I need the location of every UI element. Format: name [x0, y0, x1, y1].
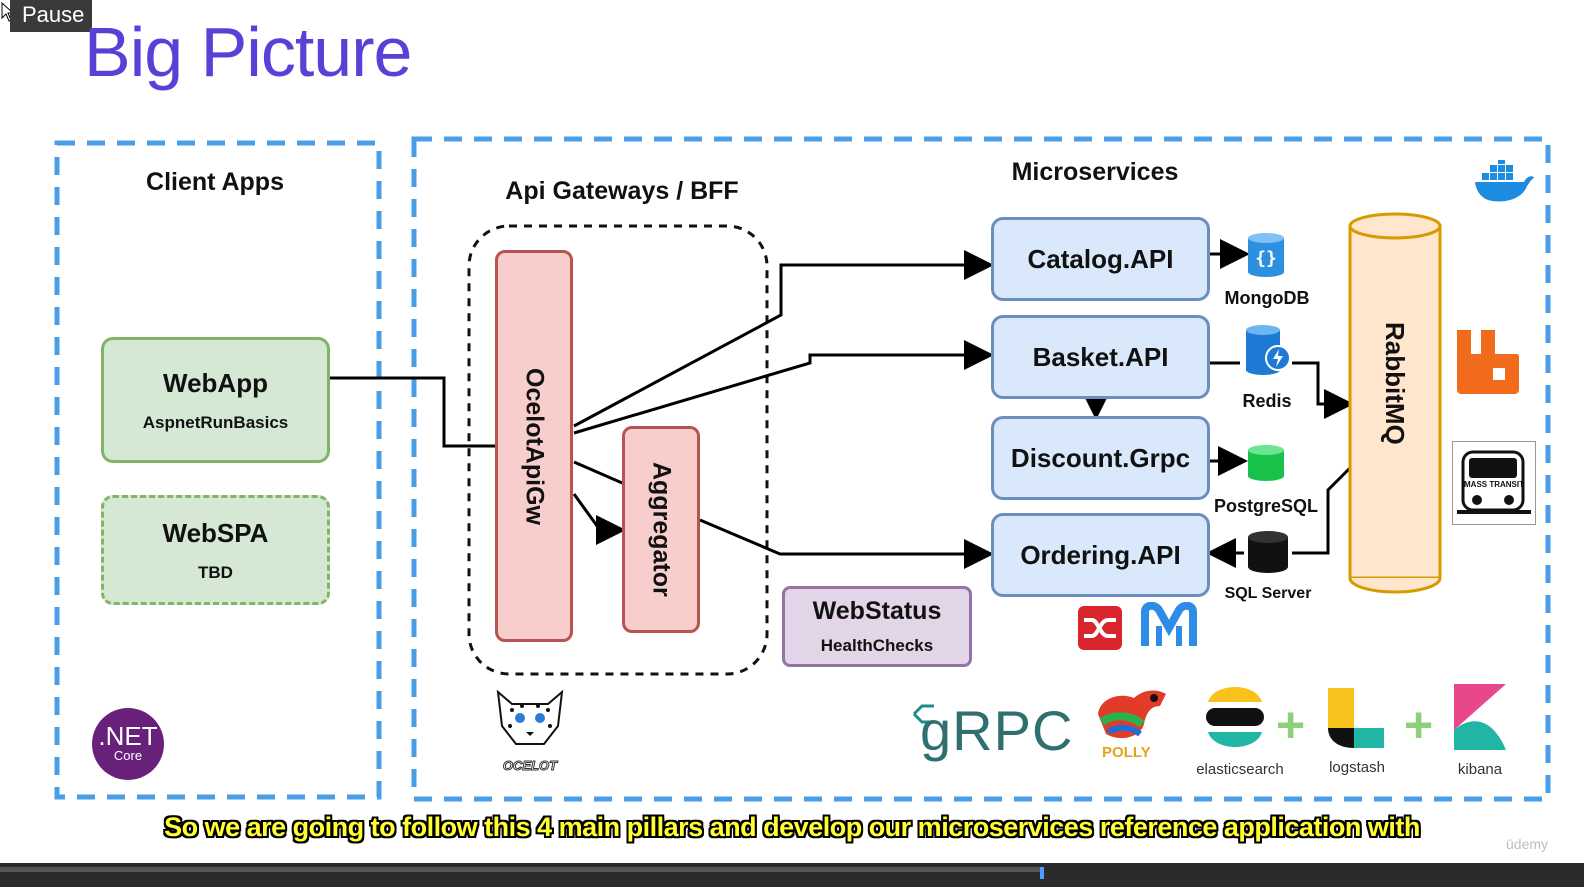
plus-icon: + [1276, 697, 1306, 753]
netcore-logo-text: .NET [98, 721, 158, 751]
kibana-icon [1454, 684, 1506, 750]
plus-icon: + [1404, 697, 1434, 753]
connector-ocelot-basket [573, 340, 994, 435]
webapp-subtitle: AspnetRunBasics [142, 412, 289, 432]
ocelot-logo-text: OCELOT [502, 758, 558, 774]
webapp-title: WebApp [163, 367, 268, 398]
masstransit-bus-icon [1457, 450, 1531, 514]
logstash-icon [1328, 688, 1384, 748]
catalog-api-label: Catalog.API [1027, 243, 1174, 274]
mediatr-icon [1141, 602, 1197, 646]
mongodb-label: MongoDB [1224, 288, 1310, 308]
elasticsearch-icon [1206, 687, 1264, 747]
masstransit-logo: MASS TRANSIT [1452, 441, 1536, 525]
client-apps-frame [54, 140, 382, 800]
aggregator-label: Aggregator [647, 462, 676, 597]
ordering-api-label: Ordering.API [1020, 539, 1181, 570]
rabbitmq-logo-icon [1457, 330, 1519, 394]
udemy-watermark: ūdemy [1506, 836, 1549, 852]
connector-rabbitmq-sqlserver [1292, 464, 1354, 555]
basket-api-box: Basket.API [991, 315, 1210, 399]
kibana-label: kibana [1457, 761, 1503, 778]
rabbitmq-cylinder [1348, 212, 1442, 594]
mongodb-icon: {} [1248, 233, 1284, 277]
video-progress-handle[interactable] [1040, 867, 1044, 879]
docker-icon [1475, 160, 1534, 202]
subtitle-caption: So we are going to follow this 4 main pi… [164, 812, 1420, 842]
redis-icon [1246, 325, 1291, 375]
connector-redis-rabbitmq [1292, 361, 1354, 419]
slide-title: Big Picture [84, 13, 412, 91]
ocelot-gateway-box: OcelotApiGw [495, 250, 573, 642]
aggregator-box: Aggregator [622, 426, 700, 633]
discount-grpc-box: Discount.Grpc [991, 416, 1210, 500]
video-progress-fill [0, 867, 1042, 872]
sqlserver-label: SQL Server [1224, 585, 1312, 602]
client-apps-heading: Client Apps [146, 168, 284, 196]
discount-grpc-label: Discount.Grpc [1010, 442, 1191, 473]
connector-ocelot-aggregator [572, 493, 626, 545]
logstash-label: logstash [1329, 759, 1385, 776]
connector-aggregator-ordering [699, 518, 994, 569]
postgresql-label: PostgreSQL [1213, 496, 1319, 516]
polly-logo-text: POLLY [1102, 744, 1151, 761]
microservices-heading: Microservices [1011, 158, 1179, 186]
webapp-box: WebApp AspnetRunBasics [101, 337, 330, 463]
ordering-api-box: Ordering.API [991, 513, 1210, 597]
api-gateways-heading: Api Gateways / BFF [505, 177, 739, 205]
masstransit-text: MASS TRANSIT [1464, 480, 1524, 489]
elasticsearch-label: elasticsearch [1196, 761, 1284, 778]
svg-text:{}: {} [1255, 248, 1277, 269]
webstatus-subtitle: HealthChecks [820, 636, 934, 655]
netcore-logo-subtext: Core [113, 748, 143, 763]
grpc-mark-icon [912, 704, 934, 724]
backend-frame [411, 136, 1551, 802]
webspa-box: WebSPA TBD [101, 495, 330, 605]
dapper-icon [1078, 606, 1122, 650]
basket-api-label: Basket.API [1032, 341, 1169, 372]
grpc-logo-text: gRPC [920, 699, 1074, 762]
webstatus-title: WebStatus [812, 597, 942, 625]
redis-label: Redis [1242, 391, 1292, 411]
netcore-logo: .NET Core [92, 708, 164, 780]
pause-button[interactable]: Pause [10, 0, 92, 32]
sqlserver-icon [1248, 531, 1288, 573]
webspa-subtitle: TBD [198, 562, 233, 582]
connector-webapp-ocelot [330, 376, 496, 448]
rabbitmq-label: RabbitMQ [1380, 322, 1410, 445]
ocelot-gateway-label: OcelotApiGw [520, 367, 549, 525]
ocelot-cat-icon [496, 689, 564, 745]
catalog-api-box: Catalog.API [991, 217, 1210, 301]
webspa-title: WebSPA [162, 517, 269, 548]
polly-parrot-icon [1098, 690, 1166, 739]
gateway-group [467, 224, 769, 676]
postgresql-icon [1248, 445, 1284, 481]
webstatus-box: WebStatus HealthChecks [782, 586, 972, 667]
connector-ocelot-catalog [573, 250, 994, 428]
